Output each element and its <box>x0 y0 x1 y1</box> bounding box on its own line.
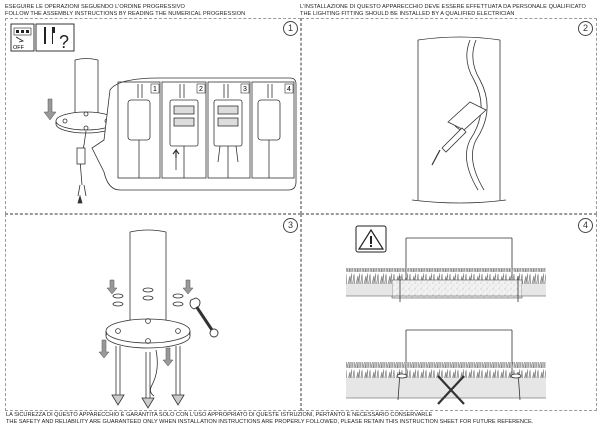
panel-3 <box>5 214 301 411</box>
panel-number-2: 2 <box>578 21 593 36</box>
substep-2-label: 2 <box>199 86 203 93</box>
down-arrow-icon <box>98 339 110 359</box>
panel-number-4: 4 <box>578 218 593 233</box>
panel-number-3: 3 <box>283 218 298 233</box>
wrench-icon <box>189 297 219 338</box>
panel-2 <box>301 18 597 214</box>
down-arrow-icon <box>43 98 57 121</box>
header-warning-it: L'INSTALLAZIONE DI QUESTO APPARECCHIO DE… <box>300 4 586 10</box>
down-arrow-icon <box>106 279 118 295</box>
footer-safety-en: THE SAFETY AND RELIABILITY ARE GUARANTEE… <box>6 419 534 425</box>
substep-3-label: 3 <box>243 86 247 93</box>
panel-1 <box>5 18 301 214</box>
header-instruction-en: FOLLOW THE ASSEMBLY INSTRUCTIONS BY READ… <box>5 11 246 17</box>
substep-1-label: 1 <box>153 86 157 93</box>
tools-icon <box>35 23 75 52</box>
header-instruction-it: ESEGUIRE LE OPERAZIONI SEGUENDO L'ORDINE… <box>5 4 185 10</box>
panel-number-1: 1 <box>283 21 298 36</box>
panel-4 <box>301 214 597 411</box>
down-arrow-icon <box>182 279 194 295</box>
warning-icon <box>355 225 387 253</box>
down-arrow-icon <box>162 347 174 367</box>
electrician-illustration <box>411 36 507 204</box>
concrete-base <box>391 279 523 299</box>
cross-icon <box>437 375 465 405</box>
header-warning-en: THE LIGHTING FITTING SHOULD BE INSTALLED… <box>300 11 515 17</box>
switch-off-label: OFF <box>13 45 25 51</box>
base-assembly-illustration <box>105 229 191 409</box>
footer-safety-it: LA SICUREZZA DI QUESTO APPARECCHIO È GAR… <box>6 412 433 418</box>
question-mark: ? <box>59 32 69 52</box>
power-switch-icon <box>10 23 35 52</box>
substep-4-label: 4 <box>287 86 291 93</box>
